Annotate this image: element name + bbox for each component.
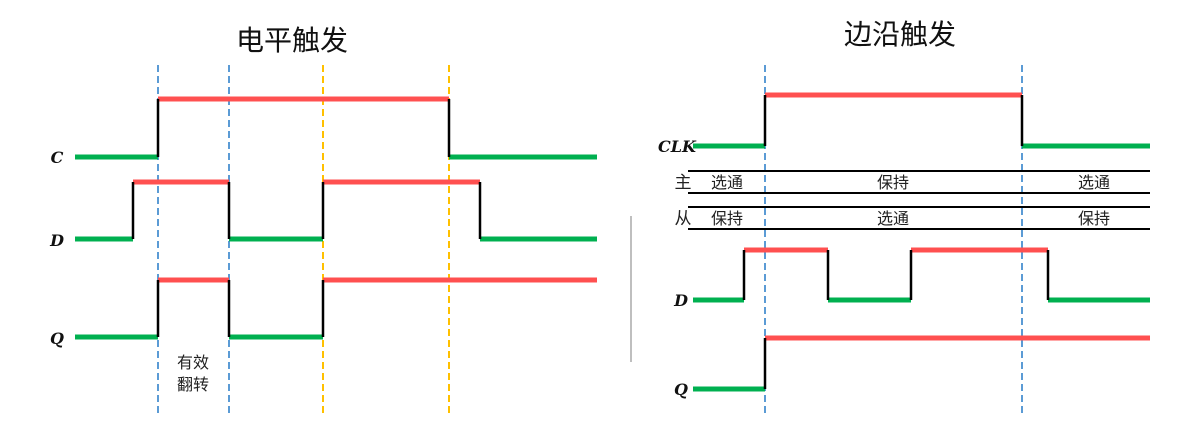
annotation-line2: 翻转 xyxy=(177,375,209,394)
waveforms xyxy=(75,92,1150,392)
table-cell-slave-1: 保持 xyxy=(711,209,743,228)
table-row-label-master: 主 xyxy=(675,173,692,193)
state-table-lines xyxy=(688,170,1150,230)
table-cell-master-3: 选通 xyxy=(1078,173,1110,192)
right-signal-label-q: Q xyxy=(674,380,688,399)
left-signal-label-c: C xyxy=(51,148,64,167)
right-title: 边沿触发 xyxy=(844,18,956,51)
table-cell-master-1: 选通 xyxy=(711,173,743,192)
annotation-line1: 有效 xyxy=(177,353,209,372)
right-signal-label-clk: CLK xyxy=(658,137,697,156)
left-signal-label-q: Q xyxy=(50,329,64,348)
table-cell-slave-2: 选通 xyxy=(877,209,909,228)
right-signal-label-d: D xyxy=(673,291,688,310)
table-cell-slave-3: 保持 xyxy=(1078,209,1110,228)
table-cell-master-2: 保持 xyxy=(877,173,909,192)
table-row-label-slave: 从 xyxy=(675,209,692,229)
left-title: 电平触发 xyxy=(236,24,348,57)
left-signal-label-d: D xyxy=(49,231,64,250)
